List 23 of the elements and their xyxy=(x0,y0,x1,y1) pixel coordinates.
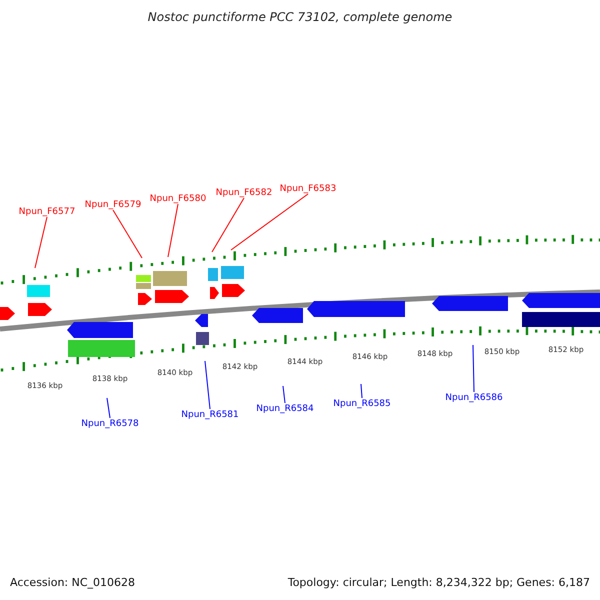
gene-label: Npun_R6584 xyxy=(256,403,314,415)
leader-line xyxy=(212,198,244,252)
gene-label: Npun_F6583 xyxy=(280,183,336,195)
title: Nostoc punctiforme PCC 73102, complete genome xyxy=(146,10,454,24)
leader-line xyxy=(472,344,474,392)
leader-line xyxy=(112,210,142,258)
leader-line xyxy=(230,194,308,250)
gene-label: Npun_F6579 xyxy=(84,199,142,211)
gene-label: Npun_R6585 xyxy=(333,398,391,410)
gene-label: Npun_R6581 xyxy=(181,409,239,421)
gene-label: Npun_F6582 xyxy=(216,187,272,199)
leader-line xyxy=(360,384,362,398)
leader-line xyxy=(34,216,48,268)
gene-label: Npun_F6577 xyxy=(18,206,76,218)
footer-text: Accession: NC_010628 xyxy=(10,576,136,589)
leader-line xyxy=(168,204,178,258)
leader-line xyxy=(282,386,286,404)
gene-label: Npun_R6586 xyxy=(445,392,503,404)
footer-text: Topology: circular; Length: 8,234,322 bp; Genes: 6,187 xyxy=(288,576,590,589)
leader-line xyxy=(106,398,110,418)
leader-line xyxy=(204,360,210,410)
gene-label: Npun_F6580 xyxy=(150,193,206,205)
gene-label: Npun_R6578 xyxy=(81,418,139,430)
